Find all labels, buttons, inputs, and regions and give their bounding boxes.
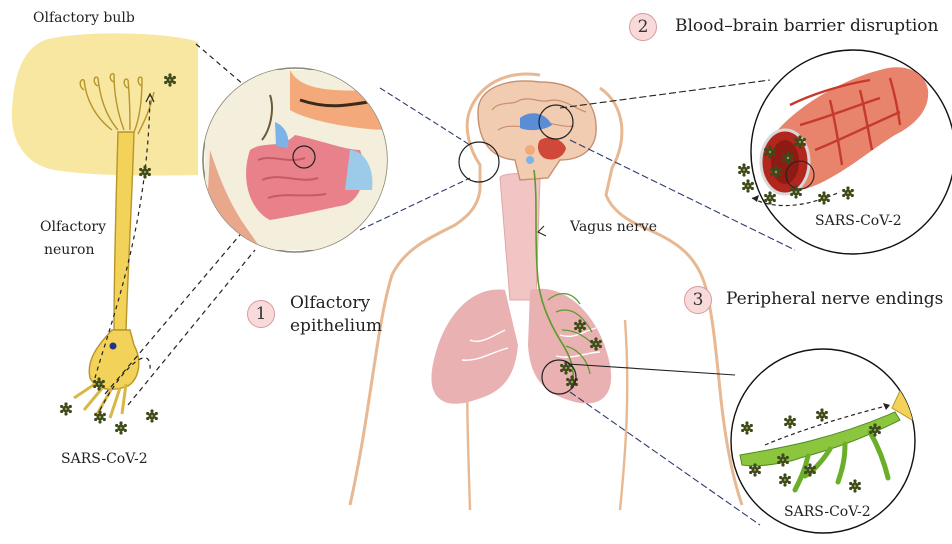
step-2-label: Blood–brain barrier disruption [675,16,938,36]
vagus-nerve-label: Vagus nerve [570,219,657,236]
step-3-badge: 3 [684,286,712,314]
human-body [350,74,742,510]
virus-label-left: SARS-CoV-2 [61,451,148,468]
nasal-cavity-circle [203,68,390,252]
olfactory-neuron-label-line2: neuron [44,242,94,259]
step-2-badge: 2 [629,13,657,41]
olfactory-neuron-label-line1: Olfactory [40,219,106,236]
step-1-badge: 1 [247,300,275,328]
olfactory-bulb [12,33,198,175]
step-3-label: Peripheral nerve endings [726,289,943,309]
step-1-label-line1: Olfactory [290,293,370,313]
olfactory-bulb-label: Olfactory bulb [33,10,135,27]
virus-label-nerve: SARS-CoV-2 [784,504,871,521]
step-1-label-line2: epithelium [290,316,382,336]
virus-label-vessel: SARS-CoV-2 [815,213,902,230]
